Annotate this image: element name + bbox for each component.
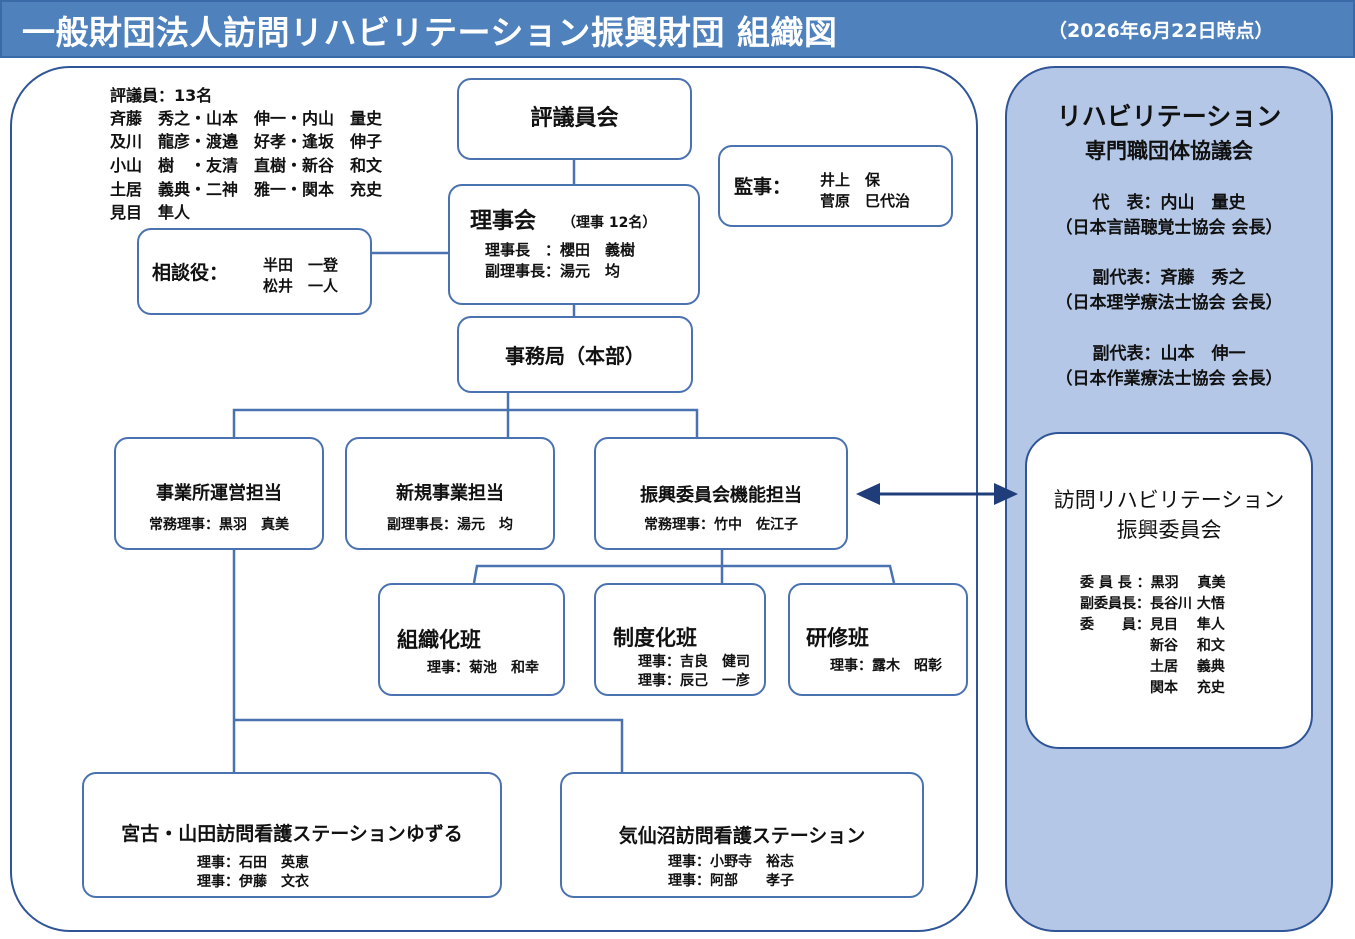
auditor-name-1: 井上 保 xyxy=(820,171,881,189)
system-team-title: 制度化班 xyxy=(613,626,697,650)
committee-member-4: 新谷 和文 xyxy=(1080,638,1225,654)
system-team-person-2: 理事：辰己 一彦 xyxy=(638,673,750,689)
page-title: 一般財団法人訪問リハビリテーション振興財団 組織図 xyxy=(22,13,838,52)
system-team-box xyxy=(594,583,766,696)
station-kesennuma-box xyxy=(560,772,924,898)
line-stations xyxy=(234,718,624,772)
councilors-line-3: 小山 樹 ・友清 直樹・新谷 和文 xyxy=(110,156,383,175)
board-count: （理事 12名） xyxy=(562,215,657,231)
association-rep-org: （日本言語聴覚士協会 会長） xyxy=(1055,218,1283,238)
association-title-1: リハビリテーション xyxy=(1056,102,1282,131)
auditor-name-2: 菅原 巳代治 xyxy=(820,192,911,210)
office-ops-box xyxy=(114,437,324,550)
committee-member-3: 委 員：見目 隼人 xyxy=(1080,617,1225,633)
line-departments xyxy=(232,408,699,437)
committee-title-1: 訪問リハビリテーション xyxy=(1053,488,1285,512)
board-chair: 理事長 ：櫻田 義樹 xyxy=(485,241,636,259)
office-ops-title: 事業所運営担当 xyxy=(156,483,282,504)
council-title: 評議員会 xyxy=(530,106,619,131)
org-team-person: 理事：菊池 和幸 xyxy=(427,660,539,676)
association-vice-1: 副代表：斉藤 秀之 xyxy=(1092,268,1246,288)
committee-box xyxy=(1025,432,1313,749)
councilors-line-2: 及川 龍彦・渡邉 好孝・逢坂 伸子 xyxy=(110,132,383,151)
board-title: 理事会 xyxy=(470,209,537,234)
auditor-box xyxy=(718,145,953,227)
committee-member-1: 委 員 長 ：黒羽 真美 xyxy=(1080,575,1226,591)
station-miyako-box xyxy=(82,772,502,898)
secretariat-box xyxy=(457,316,693,393)
association-vice-1-org: （日本理学療法士協会 会長） xyxy=(1055,293,1283,313)
councilors-line-4: 土居 義典・二神 雅一・関本 充史 xyxy=(110,180,383,199)
association-title-2: 専門職団体協議会 xyxy=(1085,139,1253,163)
station-miyako-person-2: 理事：伊藤 文衣 xyxy=(197,874,309,890)
station-kesennuma-title: 気仙沼訪問看護ステーション xyxy=(618,825,866,847)
bidirectional-arrow xyxy=(856,483,1018,505)
promo-func-title: 振興委員会機能担当 xyxy=(640,485,802,506)
office-ops-person: 常務理事：黒羽 真美 xyxy=(149,517,289,533)
advisor-label: 相談役： xyxy=(152,262,229,284)
date-stamp: （2026年6月22日時点） xyxy=(1048,20,1274,42)
committee-member-2: 副委員長：長谷川 大悟 xyxy=(1080,596,1225,612)
board-vice-chair: 副理事長：湯元 均 xyxy=(485,262,621,280)
org-team-title: 組織化班 xyxy=(397,628,481,652)
association-vice-2-org: （日本作業療法士協会 会長） xyxy=(1055,369,1283,389)
station-miyako-person-1: 理事：石田 英恵 xyxy=(197,855,309,871)
training-team-title: 研修班 xyxy=(806,626,869,650)
council-box xyxy=(457,78,692,160)
promo-func-box xyxy=(594,437,848,550)
councilors-line-5: 見目 隼人 xyxy=(110,203,191,222)
training-team-box xyxy=(788,583,968,696)
station-kesennuma-person-2: 理事：阿部 孝子 xyxy=(668,873,794,889)
advisor-name-2: 松井 一人 xyxy=(263,277,339,295)
association-rep: 代 表：内山 量史 xyxy=(1092,193,1246,213)
committee-member-6: 関本 充史 xyxy=(1080,680,1225,696)
committee-title-2: 振興委員会 xyxy=(1116,518,1222,542)
new-biz-title: 新規事業担当 xyxy=(396,483,504,504)
title-bar xyxy=(0,0,1355,58)
committee-member-5: 土居 義典 xyxy=(1080,659,1225,675)
councilors-line-1: 斉藤 秀之・山本 伸一・内山 量史 xyxy=(110,109,383,128)
training-team-person: 理事：露木 昭彰 xyxy=(830,658,942,674)
auditor-label: 監事： xyxy=(734,176,792,198)
association-vice-2: 副代表：山本 伸一 xyxy=(1092,344,1246,364)
promo-func-person: 常務理事：竹中 佐江子 xyxy=(644,517,798,533)
station-miyako-title: 宮古・山田訪問看護ステーションゆずる xyxy=(121,823,463,845)
secretariat-title: 事務局（本部） xyxy=(505,344,645,368)
new-biz-person: 副理事長：湯元 均 xyxy=(387,517,513,533)
advisor-name-1: 半田 一登 xyxy=(263,256,339,274)
org-team-box xyxy=(378,583,565,696)
advisor-box xyxy=(137,228,372,315)
councilors-header: 評議員：13名 xyxy=(110,86,213,105)
system-team-person-1: 理事：吉良 健司 xyxy=(638,654,750,670)
new-biz-box xyxy=(345,437,555,550)
board-box xyxy=(448,184,700,305)
station-kesennuma-person-1: 理事：小野寺 裕志 xyxy=(668,854,794,870)
line-teams xyxy=(472,564,896,584)
